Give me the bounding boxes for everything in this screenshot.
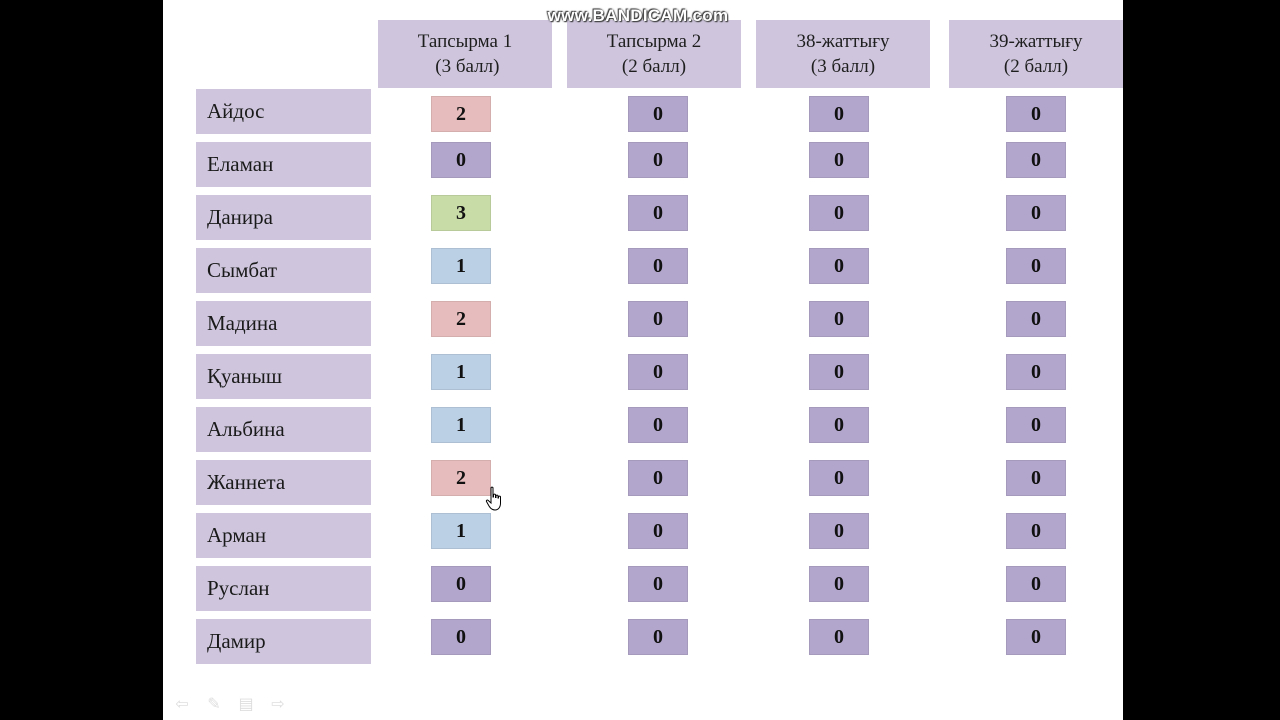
column-header-points: (3 балл) — [810, 56, 876, 77]
score-cell: 0 — [1006, 96, 1066, 132]
column-header-title: 39-жаттығу — [989, 31, 1083, 52]
score-cell: 0 — [809, 248, 869, 284]
score-cell: 0 — [809, 96, 869, 132]
score-cell: 0 — [1006, 566, 1066, 602]
student-name: Жаннета — [196, 460, 371, 505]
menu-icon[interactable]: ▤ — [238, 694, 254, 713]
score-cell: 0 — [809, 195, 869, 231]
score-cell: 0 — [1006, 354, 1066, 390]
score-cell: 0 — [809, 142, 869, 178]
score-cell[interactable]: 1 — [431, 407, 491, 443]
column-header-points: (3 балл) — [430, 56, 500, 77]
score-cell[interactable]: 2 — [431, 301, 491, 337]
hand-cursor-icon — [485, 486, 501, 511]
score-cell: 0 — [1006, 513, 1066, 549]
student-name: Руслан — [196, 566, 371, 611]
score-cell: 0 — [1006, 301, 1066, 337]
score-cell: 0 — [628, 195, 688, 231]
score-cell[interactable]: 3 — [431, 195, 491, 231]
score-cell[interactable]: 0 — [431, 142, 491, 178]
score-cell: 0 — [628, 513, 688, 549]
score-cell[interactable]: 1 — [431, 248, 491, 284]
student-name: Данира — [196, 195, 371, 240]
student-name: Сымбат — [196, 248, 371, 293]
score-cell: 0 — [628, 619, 688, 655]
student-name: Альбина — [196, 407, 371, 452]
column-header-points: (2 балл) — [621, 56, 687, 77]
score-cell: 0 — [628, 142, 688, 178]
forward-arrow-icon[interactable]: ⇨ — [271, 694, 285, 713]
score-cell: 0 — [628, 301, 688, 337]
student-name: Мадина — [196, 301, 371, 346]
score-cell: 0 — [809, 513, 869, 549]
student-name: Қуаныш — [196, 354, 371, 399]
column-header-title: Тапсырма 1 — [417, 31, 513, 52]
score-cell: 0 — [809, 619, 869, 655]
column-header-3: 38-жаттығу (3 балл) — [756, 20, 930, 88]
score-cell: 0 — [809, 460, 869, 496]
score-cell: 0 — [1006, 619, 1066, 655]
score-cell: 0 — [628, 407, 688, 443]
score-cell[interactable]: 0 — [431, 566, 491, 602]
score-cell: 0 — [809, 407, 869, 443]
score-cell: 0 — [628, 354, 688, 390]
student-name: Дамир — [196, 619, 371, 664]
score-cell: 0 — [1006, 407, 1066, 443]
score-cell: 0 — [628, 96, 688, 132]
column-header-4: 39-жаттығу (2 балл) — [949, 20, 1123, 88]
student-name: Арман — [196, 513, 371, 558]
score-cell[interactable]: 1 — [431, 354, 491, 390]
score-cell: 0 — [1006, 142, 1066, 178]
score-cell[interactable]: 2 — [431, 96, 491, 132]
score-cell[interactable]: 1 — [431, 513, 491, 549]
score-cell: 0 — [809, 566, 869, 602]
column-header-title: Тапсырма 2 — [606, 31, 702, 52]
back-arrow-icon[interactable]: ⇦ — [175, 694, 189, 713]
score-cell: 0 — [809, 301, 869, 337]
student-name: Еламан — [196, 142, 371, 187]
column-header-points: (2 балл) — [1003, 56, 1069, 77]
score-cell: 0 — [628, 566, 688, 602]
score-cell: 0 — [1006, 195, 1066, 231]
score-cell[interactable]: 2 — [431, 460, 491, 496]
column-header-title: 38-жаттығу — [796, 31, 890, 52]
bandicam-watermark: www.BANDICAM.com — [547, 6, 729, 25]
pen-icon[interactable]: ✎ — [207, 694, 221, 713]
student-name: Айдос — [196, 89, 371, 134]
score-cell: 0 — [809, 354, 869, 390]
score-cell: 0 — [1006, 248, 1066, 284]
slide-nav-controls: ⇦ ✎ ▤ ⇨ — [172, 694, 288, 713]
column-header-1: Тапсырма 1 (3 балл) — [378, 20, 552, 88]
score-cell: 0 — [1006, 460, 1066, 496]
score-cell: 0 — [628, 248, 688, 284]
score-cell[interactable]: 0 — [431, 619, 491, 655]
column-header-2: Тапсырма 2 (2 балл) — [567, 20, 741, 88]
score-cell: 0 — [628, 460, 688, 496]
